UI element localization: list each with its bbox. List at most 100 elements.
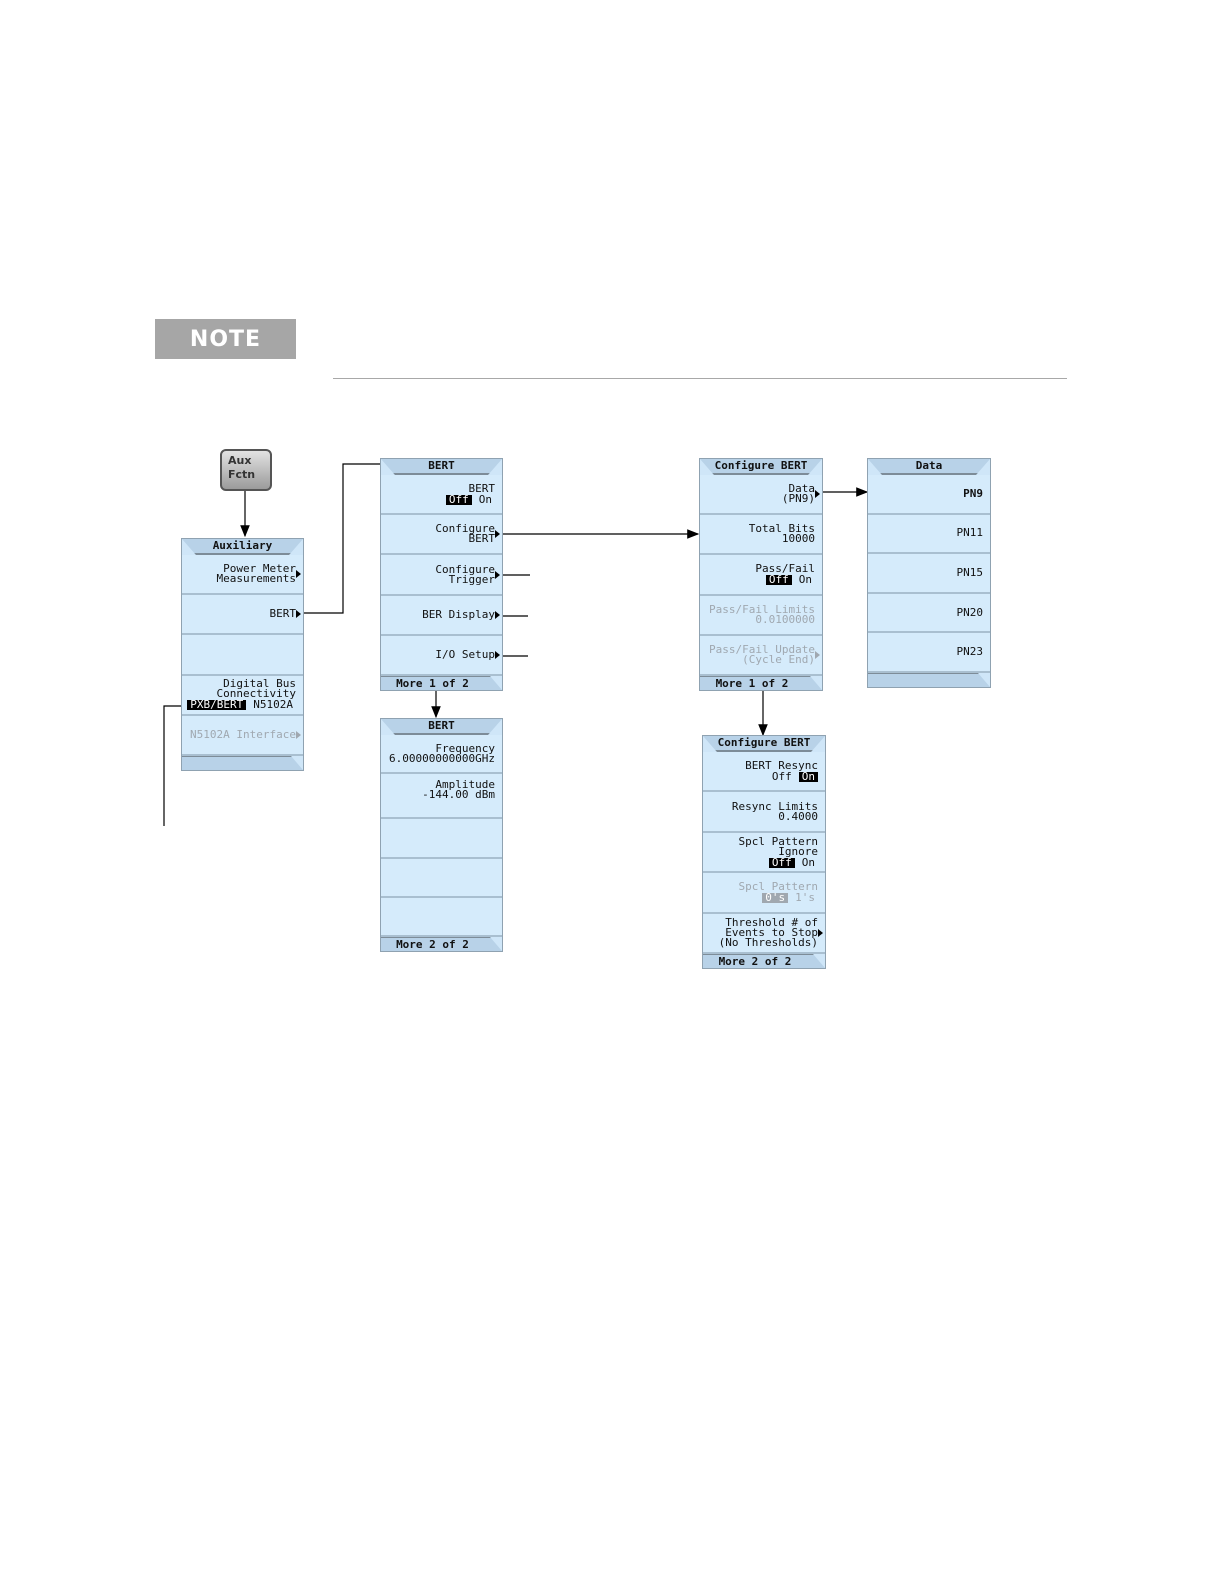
- bert-menu-page2: BERT Frequency 6.00000000000GHz Amplitud…: [380, 718, 503, 952]
- data-menu: Data PN9 PN11 PN15 PN20 PN23 .: [867, 458, 991, 688]
- softkey-label: Digital Bus: [223, 677, 296, 691]
- softkey-label: Power Meter: [223, 562, 296, 576]
- softkey-bert-resync[interactable]: BERT Resync Off On: [703, 752, 825, 793]
- softkey-label: BERT: [468, 532, 496, 546]
- softkey-threshold-events[interactable]: Threshold # of Events to Stop (No Thresh…: [703, 913, 825, 955]
- softkey-label: Data: [788, 482, 816, 496]
- softkey-pn9[interactable]: PN9: [868, 475, 990, 515]
- softkey-label: Threshold # of: [725, 915, 818, 929]
- menu-title: Configure BERT: [703, 736, 825, 752]
- softkey-blank: [182, 635, 303, 676]
- softkey-label: Pass/Fail: [755, 562, 815, 575]
- note-divider: [333, 378, 1067, 379]
- softkey-io-setup[interactable]: I/O Setup: [381, 635, 502, 677]
- aux-key-label-line2: Fctn: [228, 468, 256, 481]
- softkey-label: PN9: [963, 486, 983, 500]
- menu-title: BERT: [381, 459, 502, 475]
- toggle-option-pxb-bert: PXB/BERT: [187, 699, 247, 711]
- toggle-option-off: Off: [445, 494, 472, 505]
- softkey-pn15[interactable]: PN15: [868, 554, 990, 594]
- softkey-pass-fail-update[interactable]: Pass/Fail Update (Cycle End): [700, 635, 822, 677]
- configure-bert-menu-page1: Configure BERT Data (PN9) Total Bits 100…: [699, 458, 823, 691]
- toggle-option-on: On: [798, 771, 818, 782]
- softkey-label: PN20: [956, 605, 984, 619]
- softkey-pn20[interactable]: PN20: [868, 593, 990, 634]
- toggle-option-off: Off: [768, 857, 795, 868]
- menu-footer: .: [868, 673, 990, 687]
- softkey-bert-off-on[interactable]: BERT Off On: [381, 475, 502, 516]
- softkey-blank: [381, 819, 502, 859]
- menu-footer-more[interactable]: More 1 of 2: [381, 676, 502, 690]
- softkey-label: BERT Resync: [745, 758, 818, 772]
- softkey-label: Amplitude: [435, 778, 495, 792]
- menu-title: Configure BERT: [700, 459, 822, 475]
- toggle-option-on: On: [801, 855, 815, 869]
- softkey-value: -144.00 dBm: [422, 788, 495, 802]
- auxiliary-menu: Auxiliary Power Meter Measurements BERT …: [181, 538, 304, 771]
- menu-footer-more[interactable]: More 1 of 2: [700, 676, 822, 690]
- softkey-configure-bert[interactable]: Configure BERT: [381, 515, 502, 556]
- softkey-value: 6.00000000000GHz: [389, 751, 495, 765]
- softkey-label: Resync Limits: [731, 799, 818, 813]
- softkey-label: Connectivity: [216, 687, 296, 701]
- softkey-spcl-pattern[interactable]: Spcl Pattern 0's 1's: [703, 873, 825, 914]
- softkey-bert[interactable]: BERT: [182, 595, 303, 636]
- toggle-option-off: Off: [765, 574, 792, 585]
- softkey-frequency[interactable]: Frequency 6.00000000000GHz: [381, 735, 502, 775]
- toggle-group: Off On: [768, 855, 818, 869]
- menu-footer-more[interactable]: More 2 of 2: [703, 954, 825, 968]
- softkey-value: 0.0100000: [755, 612, 815, 626]
- softkey-label: BERT: [468, 481, 496, 495]
- softkey-label: I/O Setup: [435, 647, 495, 661]
- softkey-total-bits[interactable]: Total Bits 10000: [700, 515, 822, 556]
- softkey-value: (Cycle End): [742, 652, 815, 666]
- softkey-label: Ignore: [778, 844, 818, 858]
- softkey-n5102a-interface[interactable]: N5102A Interface: [182, 715, 303, 757]
- softkey-label: N5102A Interface: [190, 727, 296, 741]
- softkey-label: Measurements: [216, 572, 296, 586]
- aux-fctn-hardkey[interactable]: Aux Fctn: [220, 449, 272, 491]
- menu-title: Auxiliary: [182, 539, 303, 555]
- note-badge: NOTE: [155, 319, 296, 359]
- softkey-ber-display[interactable]: BER Display: [381, 595, 502, 636]
- softkey-label: Trigger: [448, 572, 495, 586]
- softkey-value: 0.4000: [778, 809, 818, 823]
- softkey-power-meter-measurements[interactable]: Power Meter Measurements: [182, 555, 303, 596]
- bert-menu-page1: BERT BERT Off On Configure BERT Configur…: [380, 458, 503, 691]
- softkey-label: Pass/Fail Limits: [709, 602, 815, 616]
- toggle-group: Off On: [765, 573, 815, 586]
- softkey-value: (No Thresholds): [718, 935, 818, 949]
- softkey-amplitude[interactable]: Amplitude -144.00 dBm: [381, 774, 502, 820]
- softkey-label: Spcl Pattern: [738, 834, 818, 848]
- menu-title: BERT: [381, 719, 502, 735]
- softkey-value: (PN9): [781, 492, 815, 506]
- toggle-option-ones: 1's: [795, 890, 815, 904]
- toggle-option-off: Off: [771, 769, 792, 783]
- softkey-data[interactable]: Data (PN9): [700, 475, 822, 516]
- softkey-label: Events to Stop: [725, 925, 818, 939]
- aux-key-label-line1: Aux: [228, 454, 252, 467]
- configure-bert-menu-page2: Configure BERT BERT Resync Off On Resync…: [702, 735, 826, 969]
- toggle-option-on: On: [798, 573, 812, 586]
- softkey-value: 10000: [781, 532, 815, 546]
- softkey-spcl-pattern-ignore[interactable]: Spcl Pattern Ignore Off On: [703, 832, 825, 874]
- softkey-label: Spcl Pattern: [738, 879, 818, 893]
- menu-footer-more[interactable]: More 2 of 2: [381, 937, 502, 951]
- softkey-pn23[interactable]: PN23: [868, 633, 990, 673]
- softkey-label: Configure: [435, 522, 495, 536]
- menu-title: Data: [868, 459, 990, 475]
- softkey-pn11[interactable]: PN11: [868, 514, 990, 555]
- softkey-label: Configure: [435, 562, 495, 576]
- toggle-option-on: On: [478, 492, 492, 506]
- softkey-label: Frequency: [435, 741, 495, 755]
- toggle-option-n5102a: N5102A: [253, 698, 293, 712]
- softkey-label: BERT: [269, 607, 297, 621]
- softkey-label: PN11: [956, 526, 984, 540]
- softkey-pass-fail[interactable]: Pass/Fail Off On: [700, 555, 822, 596]
- softkey-pass-fail-limits[interactable]: Pass/Fail Limits 0.0100000: [700, 595, 822, 636]
- toggle-group: Off On: [445, 492, 495, 506]
- softkey-resync-limits[interactable]: Resync Limits 0.4000: [703, 792, 825, 833]
- softkey-configure-trigger[interactable]: Configure Trigger: [381, 555, 502, 596]
- softkey-digital-bus-connectivity[interactable]: Digital Bus Connectivity PXB/BERT N5102A: [182, 675, 303, 716]
